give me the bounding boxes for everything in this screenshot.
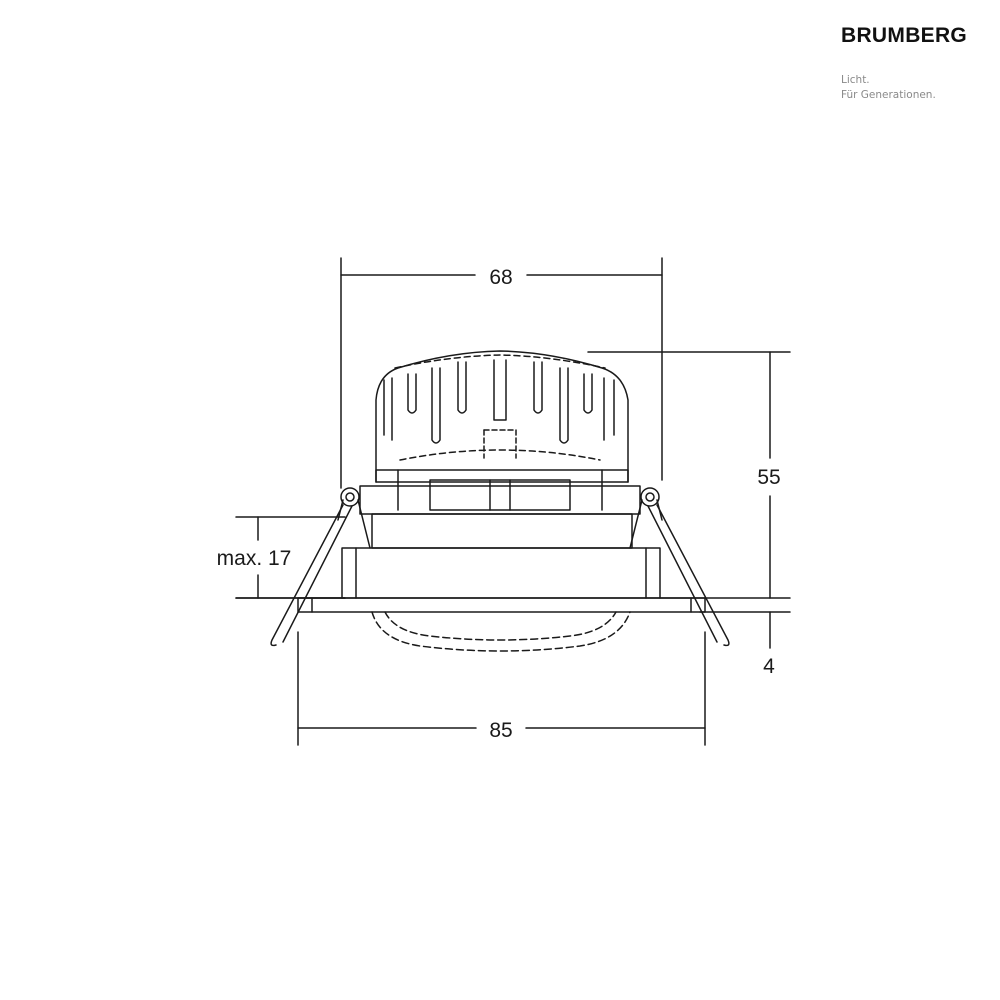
dimension-68 [340,257,663,489]
brand-tagline-line1: Licht. [841,74,870,86]
dimension-label-68: 68 [489,266,512,289]
dimension-label-85: 85 [489,719,512,742]
dimension-label-55: 55 [757,466,780,489]
lens-outline [371,611,631,652]
brand-tagline-line2: Für Generationen. [841,89,936,101]
dimension-4 [699,611,791,649]
housing-body [341,485,661,599]
heat-sink-base [375,469,629,511]
heat-sink [375,350,629,483]
dimension-label-max-17: max. 17 [217,547,292,570]
spring-clip-left [270,487,371,647]
spring-clip-right [629,487,730,647]
flange [297,597,706,613]
dimension-85 [297,631,706,746]
brand-name: BRUMBERG [841,24,968,47]
dimension-label-4: 4 [763,655,775,678]
brand-logo: BRUMBERG Licht. Für Generationen. [826,18,976,104]
